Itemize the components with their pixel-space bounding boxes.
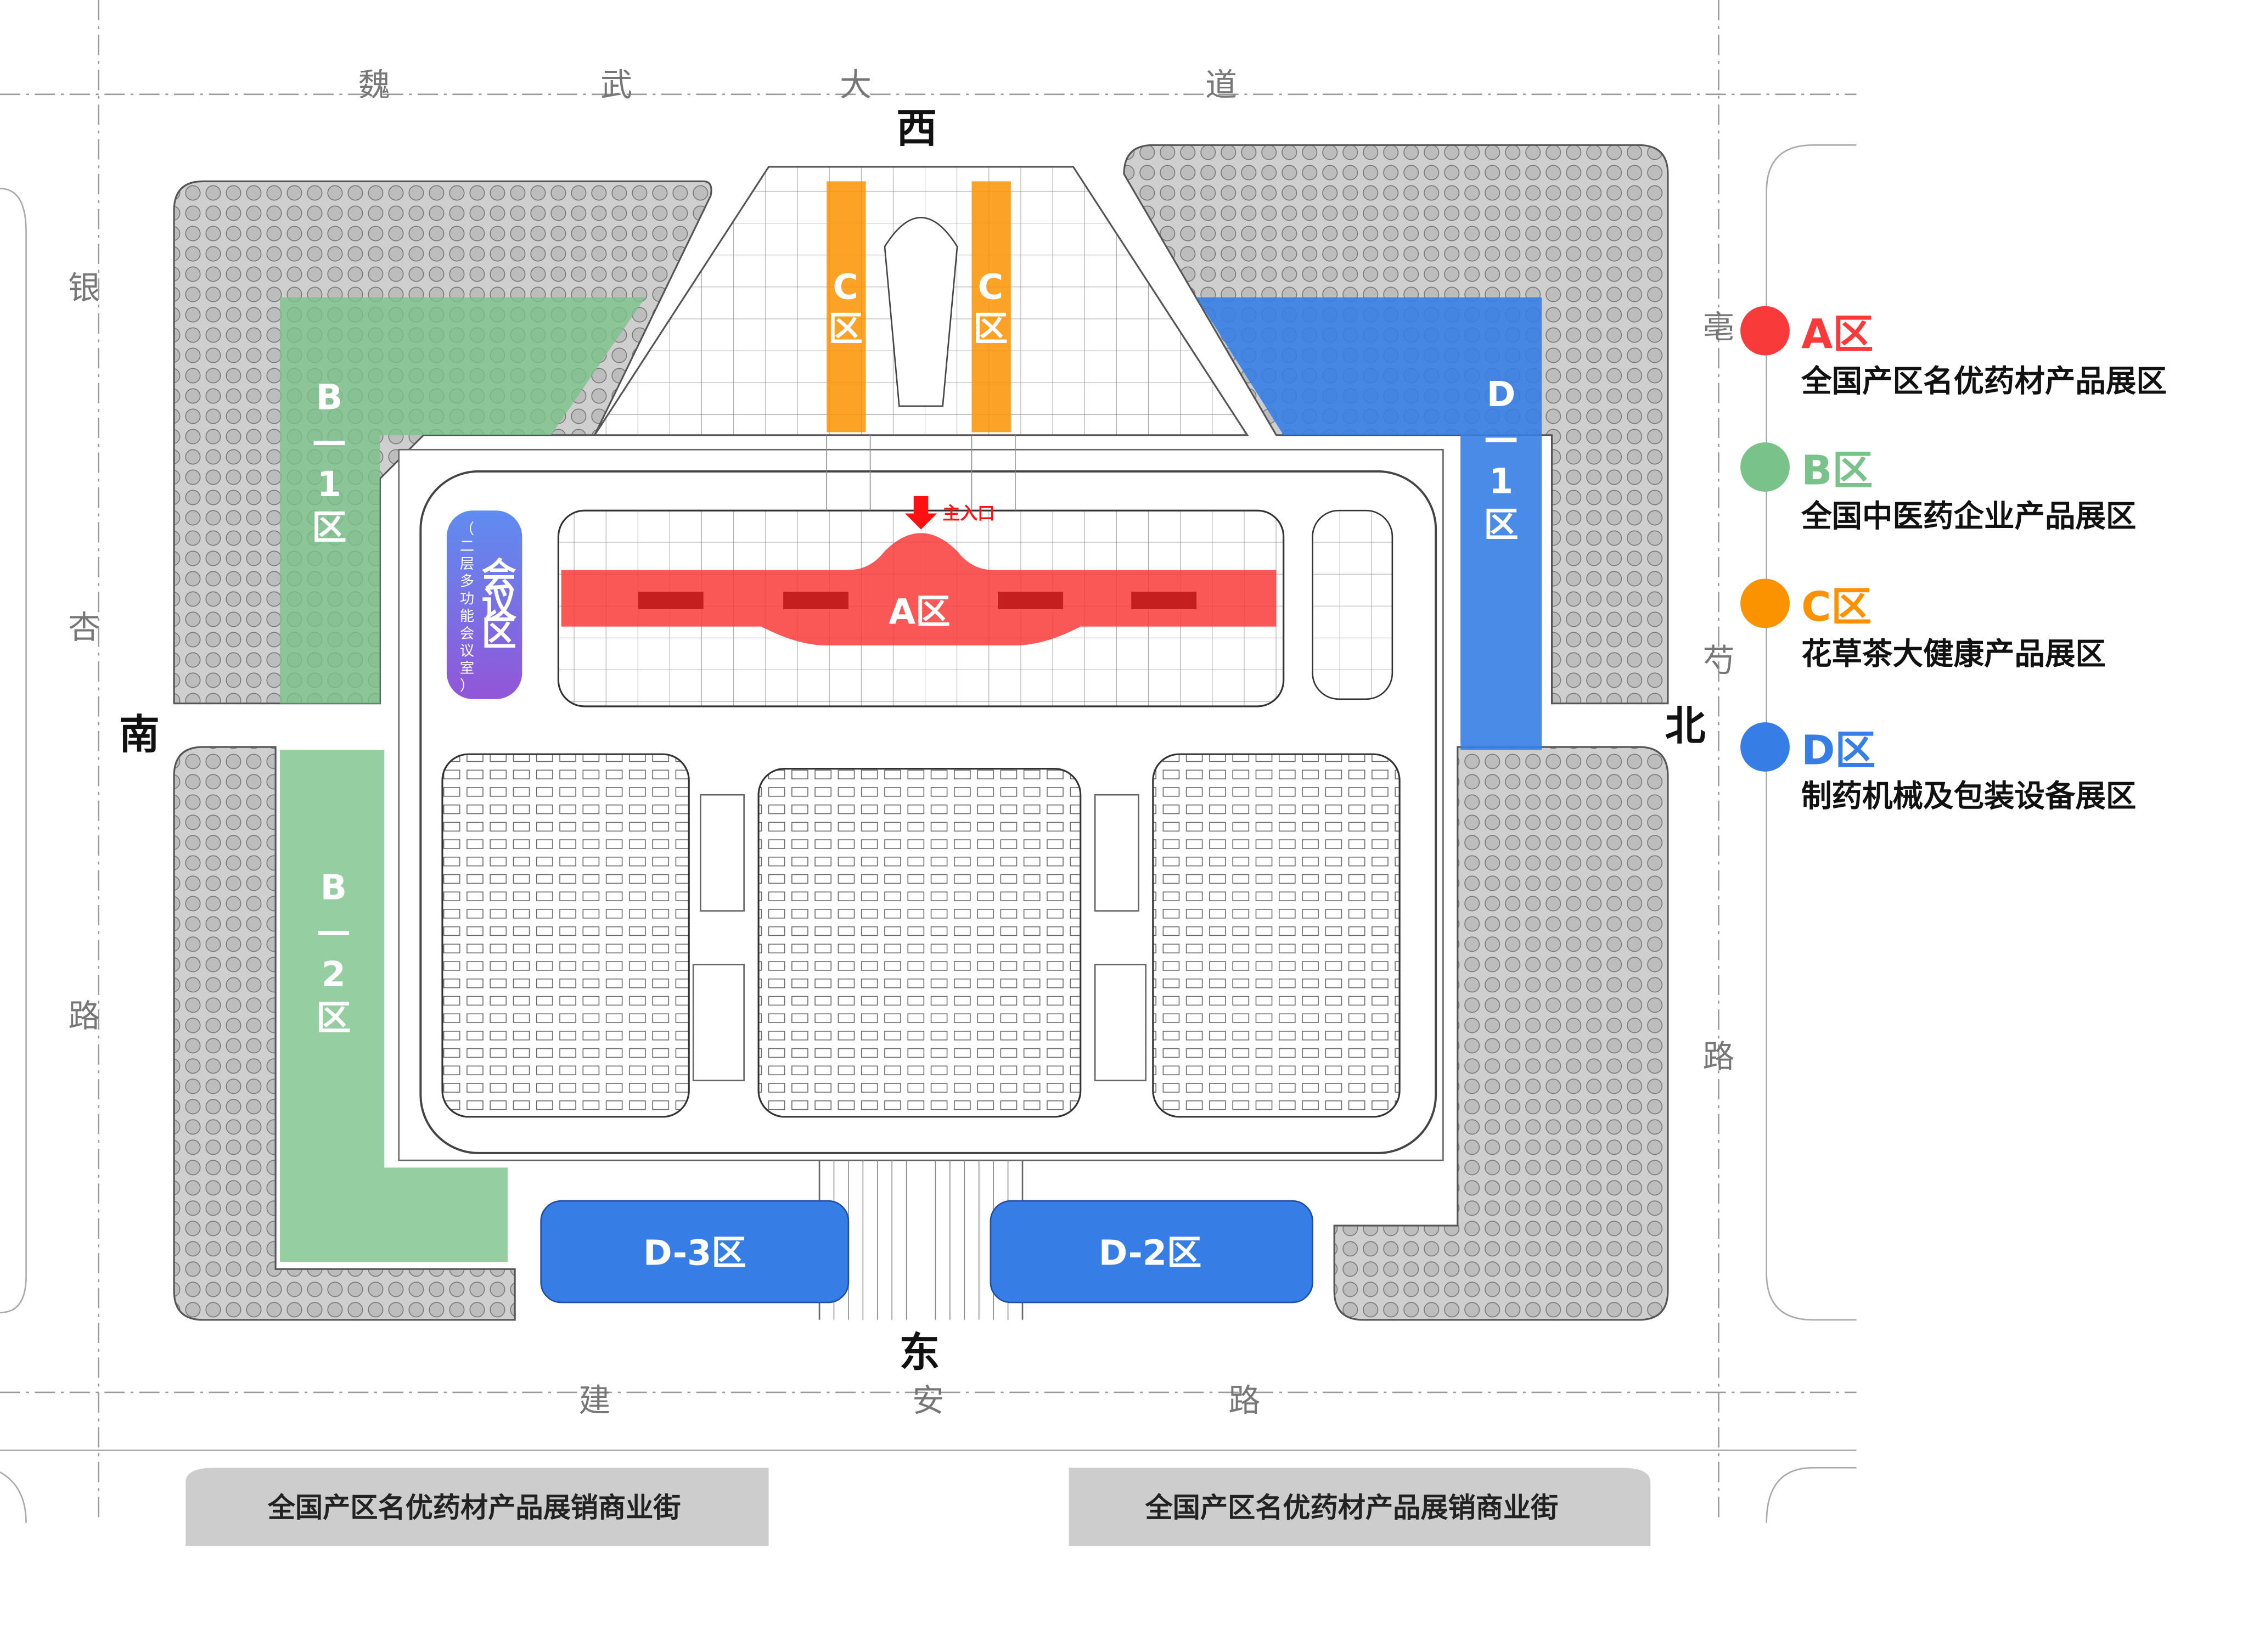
svg-text:议: 议 — [481, 584, 516, 625]
svg-text:全国产区名优药材产品展区: 全国产区名优药材产品展区 — [1801, 364, 2167, 400]
svg-text:区: 区 — [312, 507, 346, 548]
main-entrance: 主入口 — [904, 496, 995, 530]
svg-text:路: 路 — [1702, 1038, 1734, 1075]
orange-dot-icon — [1740, 578, 1790, 628]
svg-text:制药机械及包装设备展区: 制药机械及包装设备展区 — [1801, 778, 2136, 814]
svg-text:（: （ — [460, 521, 474, 538]
svg-text:D-2区: D-2区 — [1099, 1232, 1202, 1273]
road-name-left: 银 杏 路 — [68, 269, 100, 1035]
svg-text:2: 2 — [322, 954, 346, 994]
svg-text:武: 武 — [600, 66, 632, 103]
compass-south: 南 — [119, 711, 160, 758]
legend: A区 全国产区名优药材产品展区 B区 全国中医药企业产品展区 C区 花草茶大健康… — [1740, 306, 2167, 814]
svg-text:—: — — [316, 911, 351, 951]
road-name-bottom: 建 安 路 — [578, 1381, 1260, 1419]
conference-zone: 会 议 区 （ 二 层 多 功 能 会 议 室 ） — [446, 510, 522, 699]
commercial-street-banner-left: 全国产区名优药材产品展销商业街 — [186, 1468, 769, 1547]
svg-text:B: B — [316, 377, 342, 417]
svg-text:多: 多 — [460, 573, 474, 590]
svg-text:C区: C区 — [1801, 583, 1872, 631]
svg-text:—: — — [312, 420, 346, 461]
zone-b2: B — 2 区 — [280, 750, 508, 1262]
svg-text:1: 1 — [317, 464, 341, 504]
svg-text:区: 区 — [828, 308, 863, 349]
svg-text:二: 二 — [460, 538, 474, 555]
svg-text:B区: B区 — [1801, 447, 1873, 495]
svg-text:全国产区名优药材产品展销商业街: 全国产区名优药材产品展销商业街 — [267, 1491, 681, 1524]
svg-text:议: 议 — [460, 642, 474, 659]
commercial-street-banner-right: 全国产区名优药材产品展销商业街 — [1069, 1468, 1651, 1547]
svg-text:银: 银 — [68, 269, 100, 306]
svg-text:花草茶大健康产品展区: 花草茶大健康产品展区 — [1801, 636, 2106, 672]
svg-text:D: D — [1487, 374, 1516, 414]
svg-text:安: 安 — [912, 1381, 944, 1419]
svg-text:C: C — [833, 266, 858, 307]
svg-text:C: C — [978, 266, 1004, 307]
legend-item-a: A区 全国产区名优药材产品展区 — [1740, 306, 2167, 400]
zone-d2: D-2区 — [990, 1200, 1313, 1303]
svg-text:）: ） — [460, 677, 474, 694]
zone-c: C 区 C 区 — [827, 181, 1011, 432]
zone-a: A区 — [561, 533, 1277, 645]
svg-text:区: 区 — [973, 308, 1008, 349]
svg-text:路: 路 — [68, 997, 100, 1035]
svg-text:魏: 魏 — [358, 66, 390, 103]
blue-dot-icon — [1740, 722, 1790, 772]
legend-item-b: B区 全国中医药企业产品展区 — [1740, 442, 2136, 534]
svg-text:大: 大 — [840, 66, 872, 103]
svg-text:杏: 杏 — [68, 609, 100, 646]
svg-text:芍: 芍 — [1702, 642, 1734, 679]
compass-east: 东 — [899, 1329, 940, 1376]
down-arrow-icon — [904, 496, 937, 530]
svg-text:D-3区: D-3区 — [643, 1232, 746, 1273]
svg-text:层: 层 — [460, 555, 474, 572]
svg-text:区: 区 — [316, 997, 351, 1038]
green-dot-icon — [1740, 442, 1790, 492]
svg-text:—: — — [1483, 417, 1518, 458]
red-dot-icon — [1740, 306, 1790, 356]
compass-north: 北 — [1665, 703, 1706, 750]
svg-text:A区: A区 — [1801, 311, 1873, 358]
road-name-right: 亳 芍 路 — [1702, 308, 1734, 1075]
svg-text:会: 会 — [481, 555, 516, 595]
road-name-top: 魏 武 大 道 — [358, 66, 1237, 103]
svg-text:功: 功 — [460, 590, 474, 607]
svg-text:1: 1 — [1489, 461, 1513, 502]
road-lines — [0, 0, 1857, 1523]
legend-item-d: D区 制药机械及包装设备展区 — [1740, 722, 2136, 814]
svg-text:B: B — [321, 867, 347, 907]
zone-d1: D — 1 区 — [1196, 297, 1542, 750]
zone-b1: B — 1 区 — [280, 297, 645, 704]
legend-item-c: C区 花草茶大健康产品展区 — [1740, 578, 2106, 672]
svg-text:能: 能 — [460, 608, 474, 625]
svg-text:亳: 亳 — [1702, 308, 1734, 346]
svg-text:区: 区 — [1483, 504, 1518, 545]
svg-text:区: 区 — [481, 613, 516, 654]
svg-text:D区: D区 — [1801, 727, 1875, 774]
compass-west: 西 — [896, 105, 937, 152]
svg-text:路: 路 — [1228, 1381, 1260, 1419]
svg-text:室: 室 — [460, 660, 474, 677]
zone-d3: D-3区 — [540, 1200, 850, 1303]
svg-text:全国产区名优药材产品展销商业街: 全国产区名优药材产品展销商业街 — [1144, 1491, 1558, 1524]
svg-text:会: 会 — [460, 625, 474, 642]
svg-text:主入口: 主入口 — [943, 504, 995, 524]
svg-text:道: 道 — [1205, 66, 1237, 103]
svg-text:全国中医药企业产品展区: 全国中医药企业产品展区 — [1801, 498, 2136, 534]
svg-text:A区: A区 — [889, 591, 950, 632]
svg-text:建: 建 — [578, 1381, 610, 1419]
